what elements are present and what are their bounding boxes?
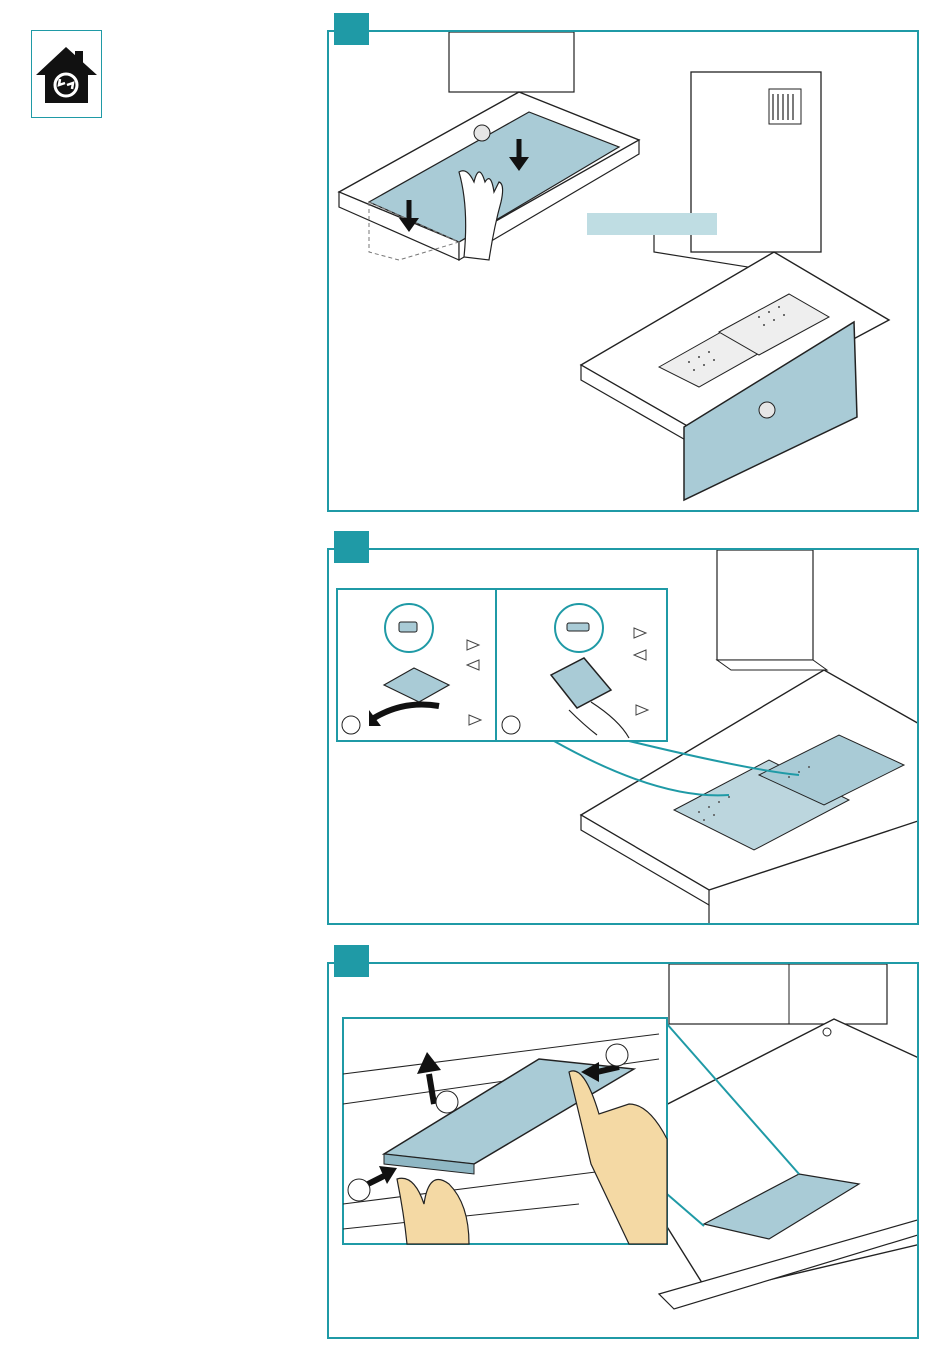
step-2-panel [327,548,919,925]
step-2-badge [334,531,369,563]
step-2-illustration [329,550,919,925]
step-1-badge [334,13,369,45]
step-1-illustration [329,32,919,512]
step-1-panel [327,30,919,512]
detail-inset [337,589,667,741]
home-recirculation-icon-box [31,30,102,118]
step-3-illustration [329,964,919,1339]
step-3-panel [327,962,919,1339]
part-label-bar [587,213,717,235]
home-recirculation-icon [32,31,100,116]
step-3-badge [334,945,369,977]
